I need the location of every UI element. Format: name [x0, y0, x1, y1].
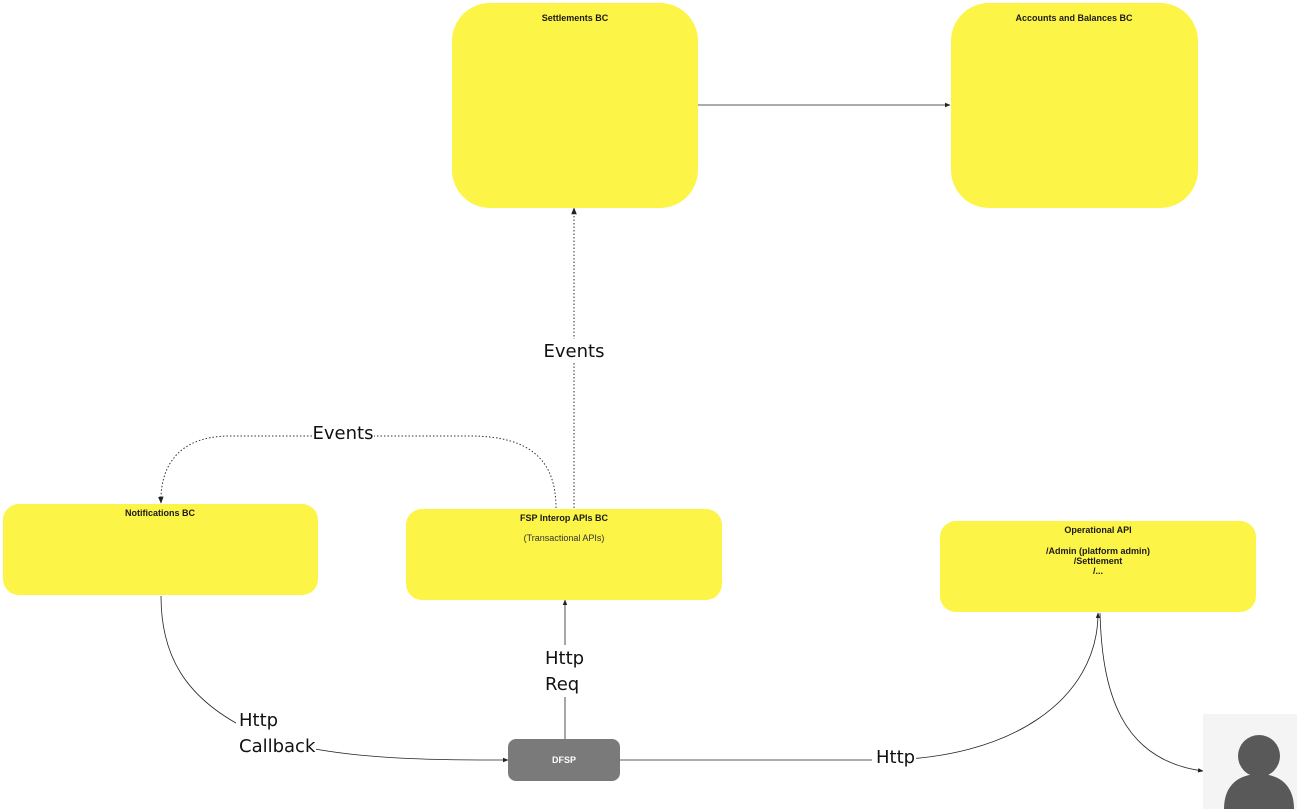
fsp-interop-subtitle: (Transactional APIs): [524, 533, 605, 543]
edge-fsp-to-notifications: [158, 435, 557, 509]
settlements-title: Settlements BC: [542, 13, 609, 23]
label-http-callback: Http Callback: [236, 707, 316, 759]
fsp-interop-title: FSP Interop APIs BC: [520, 513, 609, 523]
operational-title: Operational API: [1064, 525, 1131, 535]
fsp-interop-box: [406, 509, 722, 600]
user-icon: [1224, 735, 1294, 809]
label-http-req-line1: Http: [545, 648, 584, 669]
operational-line-admin: /Admin (platform admin): [1046, 546, 1150, 556]
operational-box: [940, 521, 1256, 612]
node-accounts-balances-bc[interactable]: Accounts and Balances BC: [951, 3, 1198, 208]
label-http-callback-line2: Callback: [239, 736, 316, 757]
label-http-callback-line1: Http: [239, 710, 278, 731]
dfsp-title: DFSP: [552, 755, 576, 765]
label-events-left: Events: [312, 422, 374, 446]
label-http-ops: Http: [872, 745, 916, 769]
edge-operational-to-user: [1099, 612, 1204, 773]
node-operational-api[interactable]: Operational API /Admin (platform admin) …: [940, 521, 1256, 612]
label-http-ops-text: Http: [876, 747, 915, 768]
accounts-title: Accounts and Balances BC: [1015, 13, 1133, 23]
user-actor[interactable]: [1203, 714, 1297, 809]
operational-line-settlement: /Settlement: [1074, 556, 1123, 566]
label-events-up-text: Events: [544, 341, 605, 362]
node-fsp-interop-bc[interactable]: FSP Interop APIs BC (Transactional APIs): [406, 509, 722, 600]
edge-notifications-to-dfsp: [160, 595, 509, 763]
operational-line-more: /...: [1093, 566, 1103, 576]
dfsp-box: [508, 739, 620, 781]
label-events-left-text: Events: [313, 423, 374, 444]
notifications-box: [3, 504, 318, 595]
label-events-up: Events: [543, 339, 605, 363]
settlements-box: [452, 3, 698, 208]
label-http-req: Http Req: [541, 645, 587, 697]
accounts-box: [951, 3, 1198, 208]
edge-dfsp-to-operational: [620, 612, 1101, 761]
node-dfsp[interactable]: DFSP: [508, 739, 620, 781]
notifications-title: Notifications BC: [125, 508, 196, 518]
node-notifications-bc[interactable]: Notifications BC: [3, 504, 318, 595]
node-settlements-bc[interactable]: Settlements BC: [452, 3, 698, 208]
label-http-req-line2: Req: [545, 674, 579, 695]
